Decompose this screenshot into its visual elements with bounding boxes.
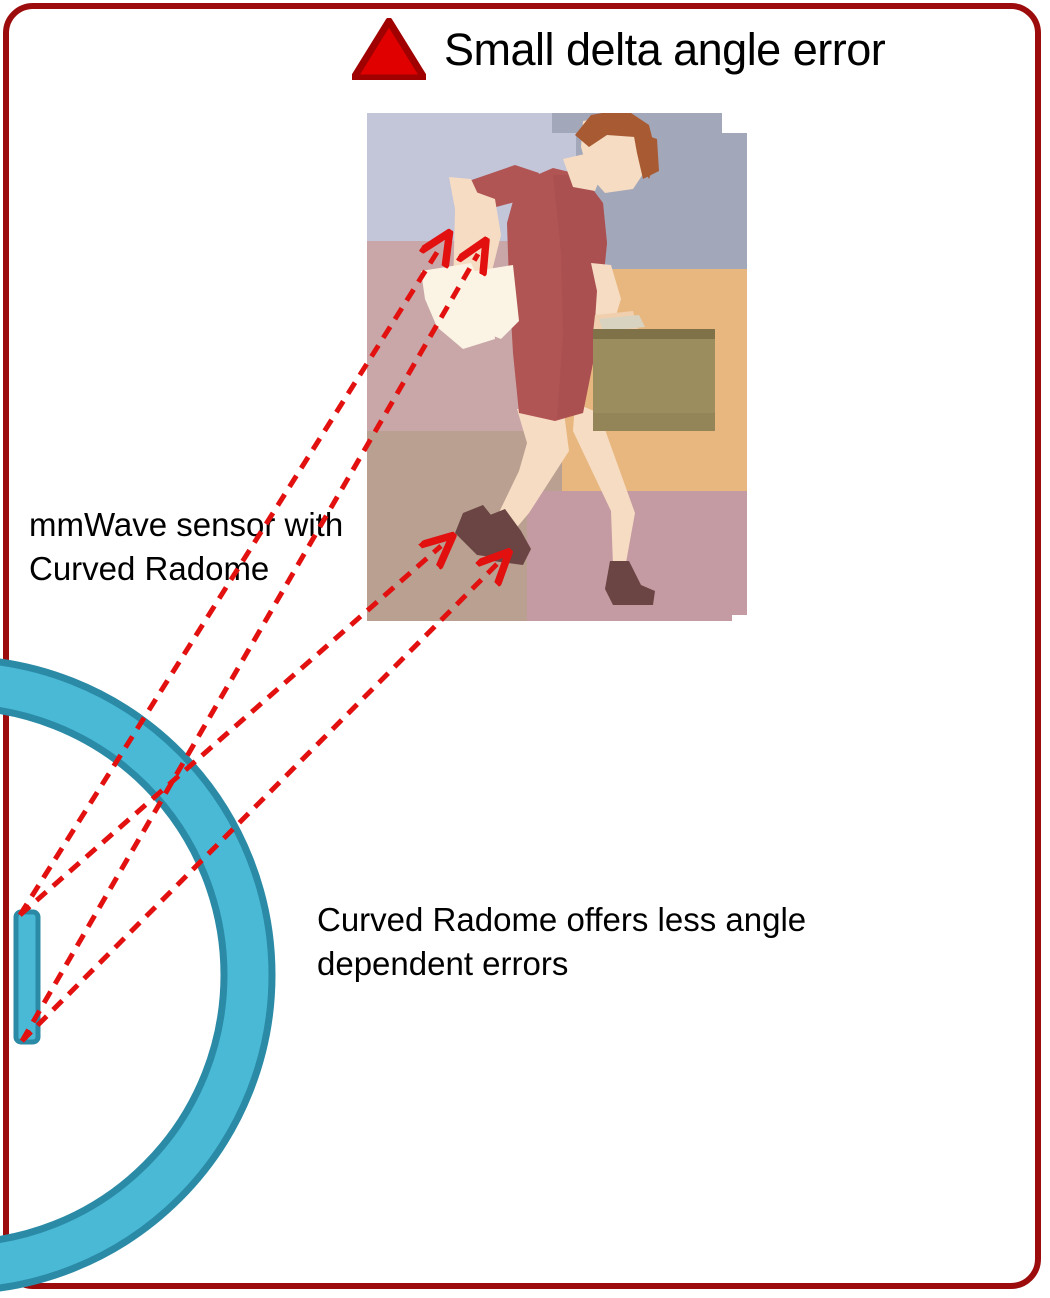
clipart-artwork bbox=[367, 113, 747, 621]
slide-header: Small delta angle error bbox=[352, 14, 886, 84]
label-caption: Curved Radome offers less angle dependen… bbox=[317, 901, 807, 982]
page-title: Small delta angle error bbox=[444, 23, 886, 75]
mmwave-sensor-element bbox=[13, 909, 41, 1045]
warning-triangle-icon bbox=[352, 18, 426, 80]
curved-radome bbox=[0, 658, 276, 1292]
label-mmwave-sensor: mmWave sensor with Curved Radome bbox=[29, 506, 344, 587]
walking-woman-clipart bbox=[367, 113, 747, 621]
